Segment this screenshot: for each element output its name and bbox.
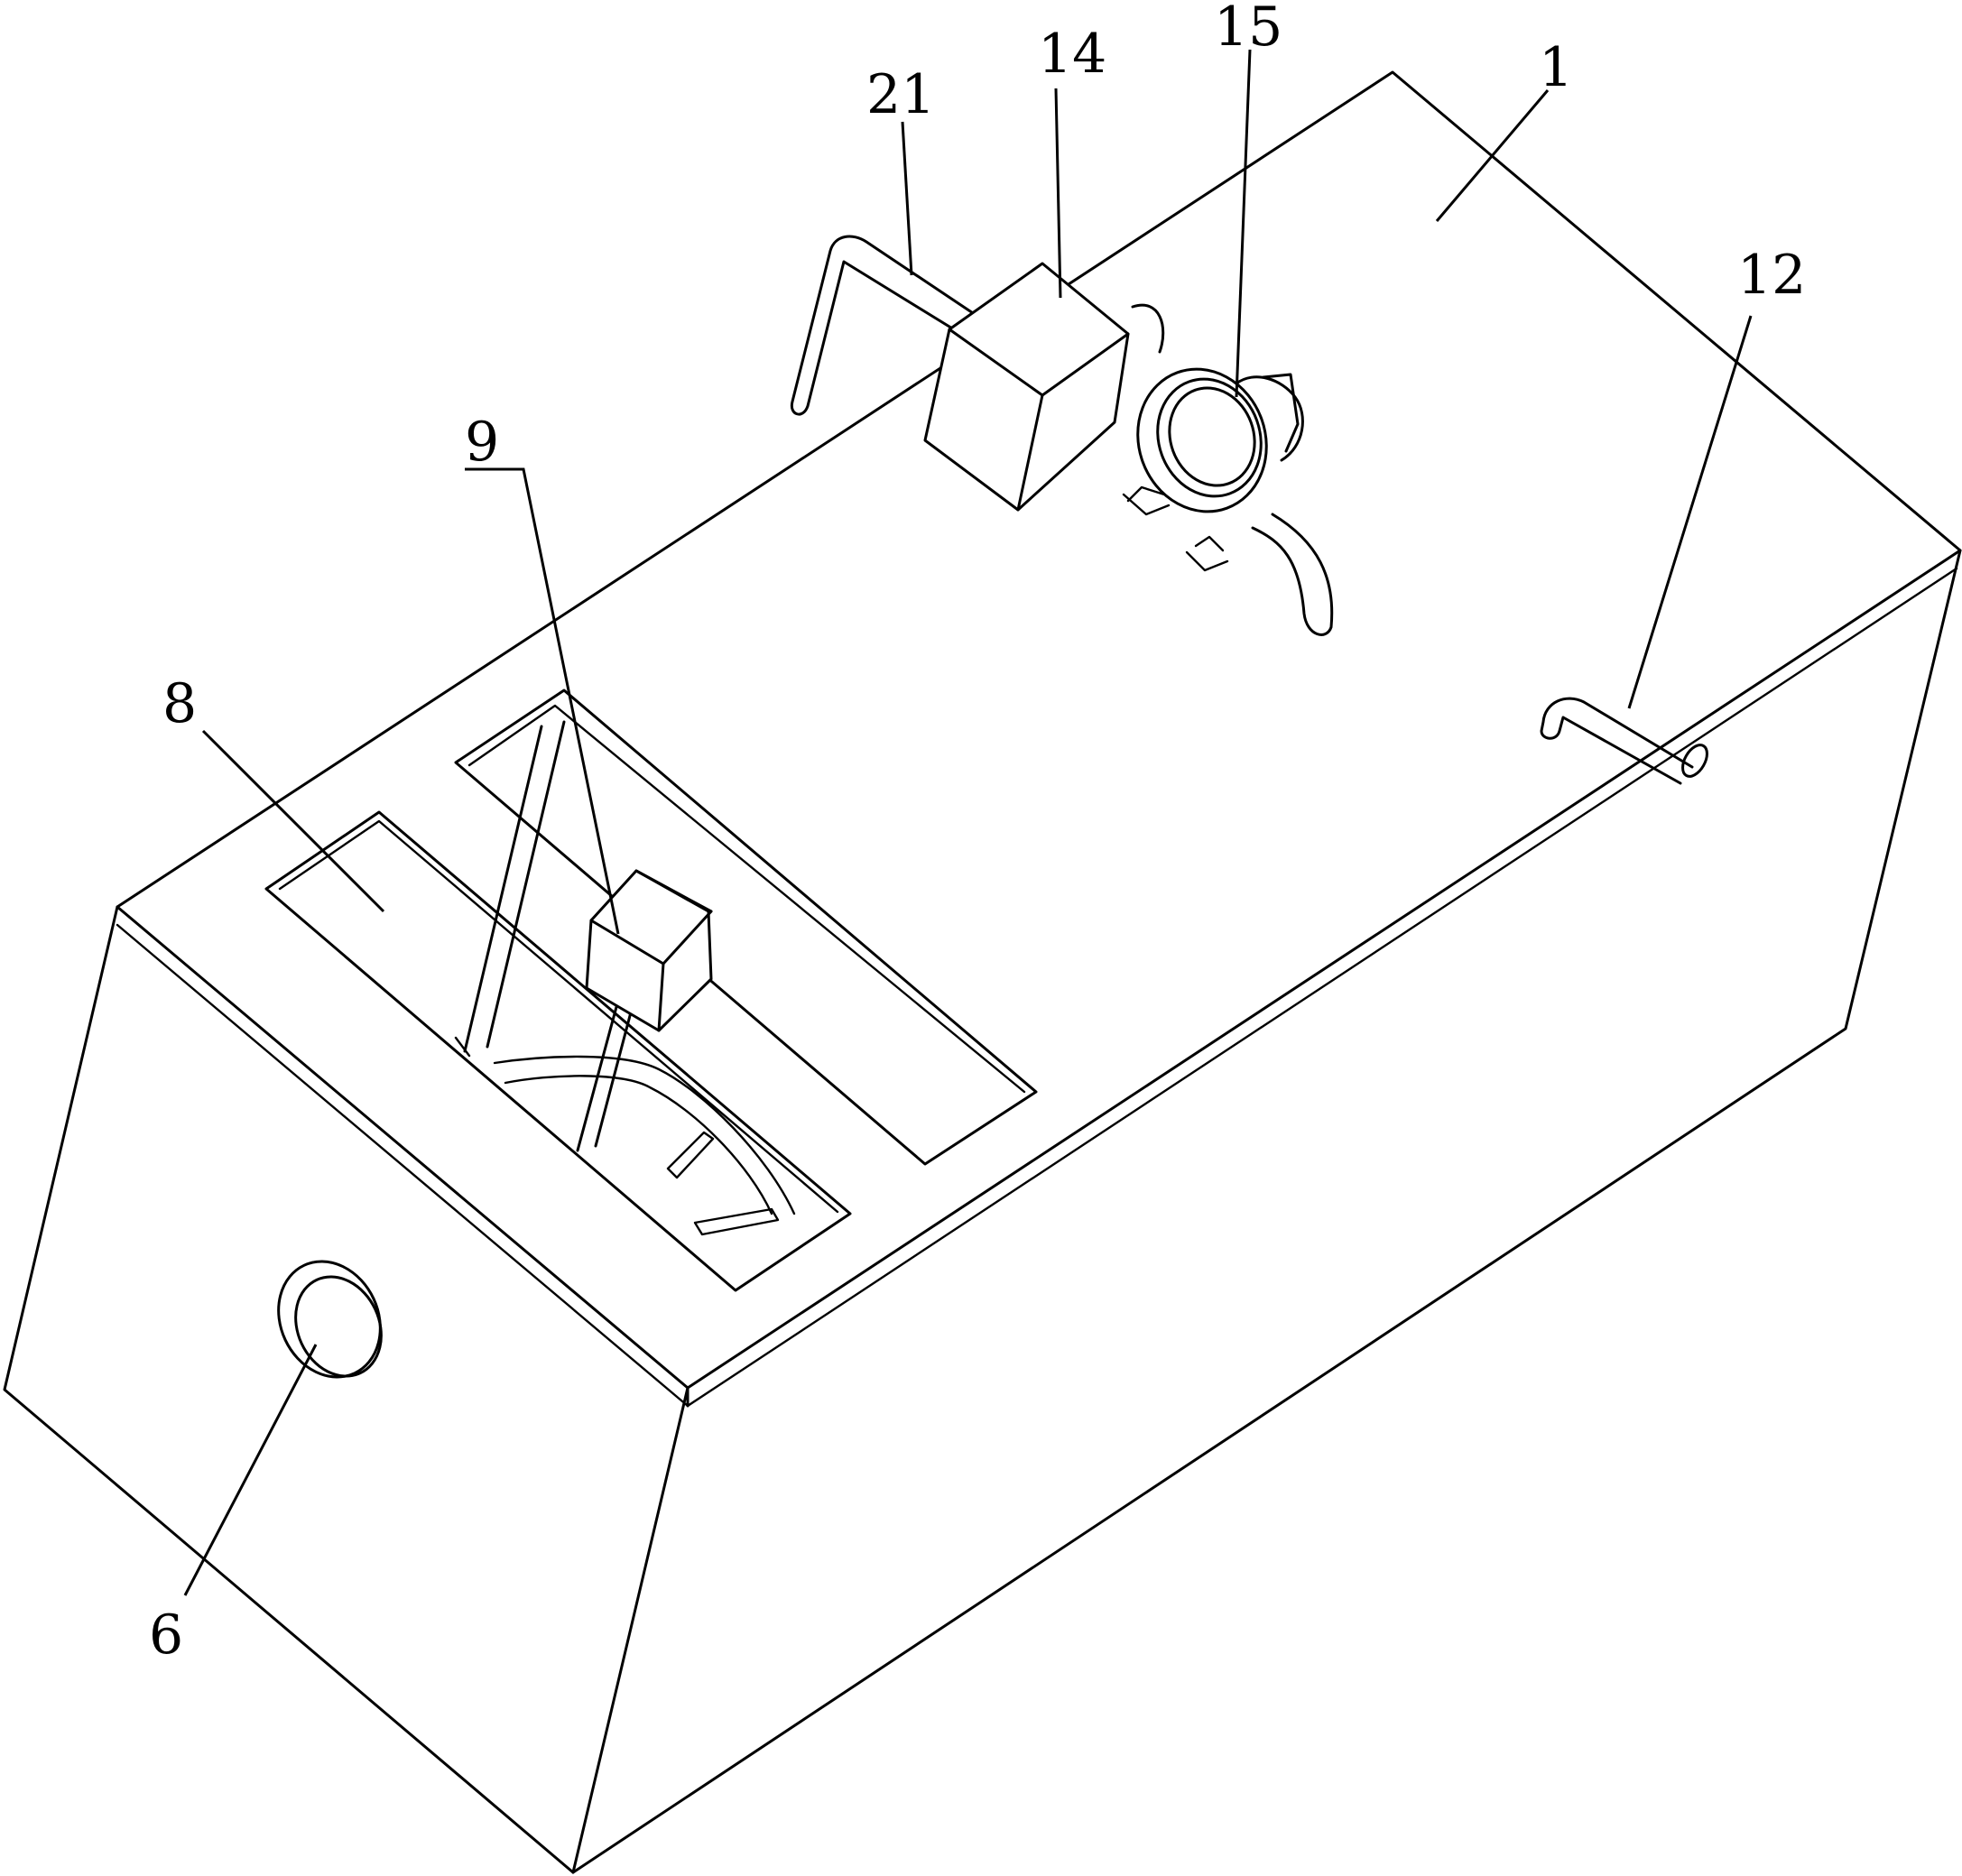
blower-assembly [1122, 367, 1334, 636]
label-8: 8 [162, 672, 197, 735]
stirring-shaft [463, 720, 566, 1053]
label-14: 14 [1038, 23, 1106, 86]
label-12: 12 [1737, 244, 1806, 307]
label-9: 9 [465, 411, 499, 474]
drain-pipe [1540, 697, 1708, 785]
label-6: 6 [149, 1603, 183, 1667]
pump-assembly [790, 235, 1165, 512]
tank-front-face [3, 905, 689, 1874]
label-15: 15 [1214, 0, 1282, 59]
tank-side-face [571, 549, 1962, 1874]
reference-numerals: 1 12 14 15 21 8 9 6 [149, 0, 1806, 1667]
inlet-port [277, 1260, 383, 1379]
motor-opening [454, 688, 1038, 1166]
outlet-pipe [790, 235, 986, 416]
tank-rim [116, 567, 1958, 1408]
label-1: 1 [1539, 36, 1573, 99]
feed-opening [264, 810, 852, 1292]
stirrer-blade [493, 1055, 796, 1215]
label-21: 21 [866, 63, 935, 126]
leader-lines [183, 49, 1753, 1596]
